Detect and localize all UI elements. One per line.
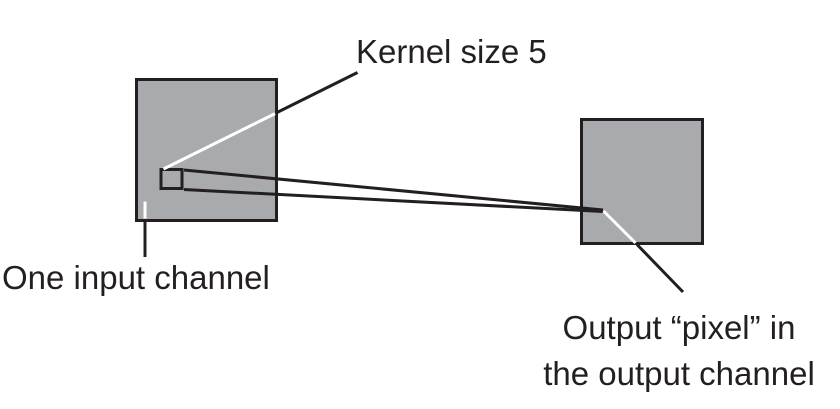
output-leader-line-outer [635,243,685,294]
output-channel-square [580,118,704,245]
output-pixel-label-line2: the output channel [543,355,815,392]
output-leader-line-inner [602,209,637,245]
input-channel-square [135,78,278,222]
kernel-size-label: Kernel size 5 [356,33,547,70]
kernel-square [159,168,184,190]
receptive-cone-bottom-line [183,188,604,213]
receptive-cone-top-line [183,168,604,212]
output-pixel-label-line1: Output “pixel” in [562,309,796,346]
kernel-leader-line-inner [162,112,276,171]
kernel-leader-line-outer [275,71,359,115]
input-channel-label: One input channel [2,259,270,296]
output-pixel-label: Output “pixel” in the output channel [479,305,840,397]
